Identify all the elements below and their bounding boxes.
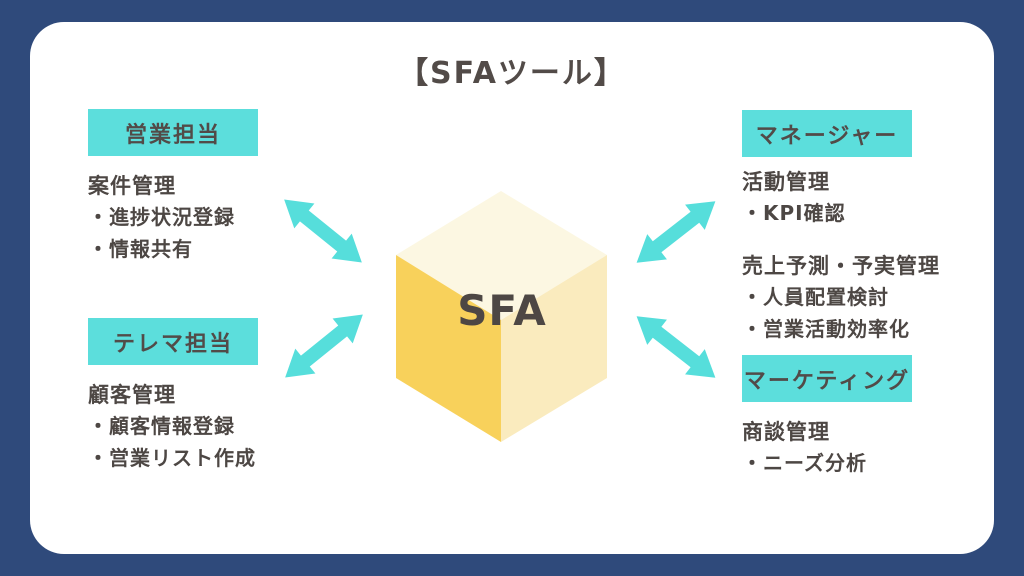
group-sales-rep: 営業担当 案件管理 ・進捗状況登録 ・情報共有	[88, 109, 318, 265]
list-item: ・KPI確認	[742, 201, 846, 225]
group-telemarketing: テレマ担当 顧客管理 ・顧客情報登録 ・営業リスト作成	[88, 318, 318, 474]
group-marketing: マーケティング 商談管理 ・ニーズ分析	[742, 355, 972, 479]
group-manager: マネージャー 活動管理 ・KPI確認 売上予測・予実管理 ・人員配置検討 ・営業…	[742, 110, 972, 345]
list-item: ・ニーズ分析	[742, 451, 867, 475]
role-badge-manager: マネージャー	[742, 110, 912, 157]
list-item: ・情報共有	[88, 237, 193, 261]
section-heading: 活動管理	[742, 170, 830, 194]
cube-icon	[396, 191, 607, 442]
list-item: ・人員配置検討	[742, 285, 889, 309]
sfa-cube: SFA	[396, 190, 608, 443]
list-item: ・営業リスト作成	[88, 446, 256, 470]
role-badge-marketing: マーケティング	[742, 355, 912, 402]
double-arrow-marketing-icon	[624, 300, 727, 393]
list-item: ・営業活動効率化	[742, 317, 910, 341]
section-heading: 商談管理	[742, 420, 830, 444]
list-item: ・顧客情報登録	[88, 414, 235, 438]
role-badge-telemarketing: テレマ担当	[88, 318, 258, 365]
double-arrow-manager-icon	[624, 185, 727, 278]
section-heading: 顧客管理	[88, 383, 176, 407]
double-arrow-sales-icon	[272, 184, 375, 278]
double-arrow-telemarketing-icon	[273, 299, 376, 393]
section-heading: 案件管理	[88, 174, 176, 198]
list-item: ・進捗状況登録	[88, 205, 235, 229]
page-title: 【SFAツール】	[398, 56, 626, 91]
sfa-label: SFA	[457, 286, 547, 335]
section-heading: 売上予測・予実管理	[742, 254, 940, 278]
role-badge-sales: 営業担当	[88, 109, 258, 156]
